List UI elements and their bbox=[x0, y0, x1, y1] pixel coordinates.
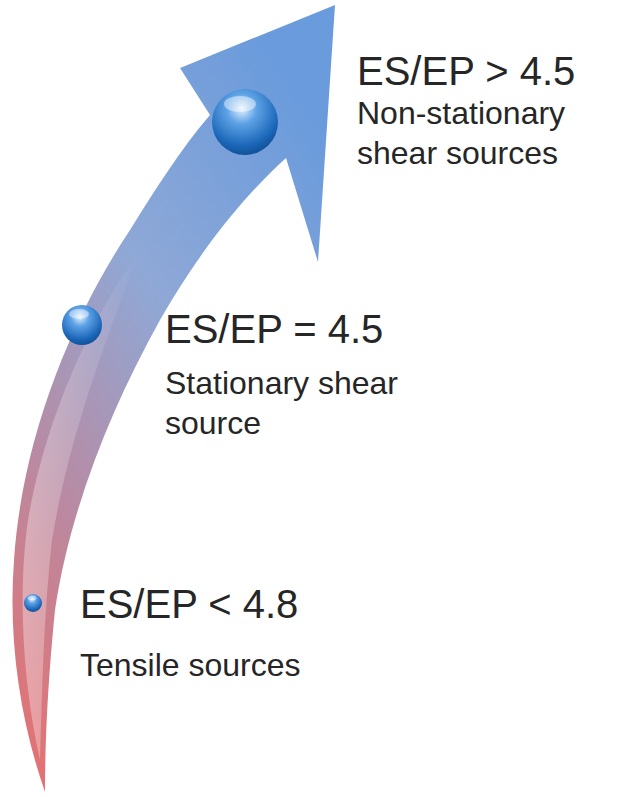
source-type-label: Non-stationary shear sources bbox=[357, 93, 615, 173]
source-type-label: Stationary shear source bbox=[165, 363, 427, 443]
sphere-large bbox=[212, 89, 278, 155]
source-type-label: Tensile sources bbox=[80, 645, 301, 685]
ratio-label: ES/EP < 4.8 bbox=[80, 580, 298, 628]
sphere-small bbox=[24, 594, 42, 612]
ratio-label: ES/EP > 4.5 bbox=[357, 47, 575, 95]
sphere-shine bbox=[28, 596, 37, 601]
ratio-label: ES/EP = 4.5 bbox=[165, 305, 383, 353]
sphere-medium bbox=[62, 305, 102, 345]
sphere-shine bbox=[224, 96, 256, 112]
arrow-highlight bbox=[23, 250, 140, 760]
sphere-shine bbox=[69, 309, 89, 319]
